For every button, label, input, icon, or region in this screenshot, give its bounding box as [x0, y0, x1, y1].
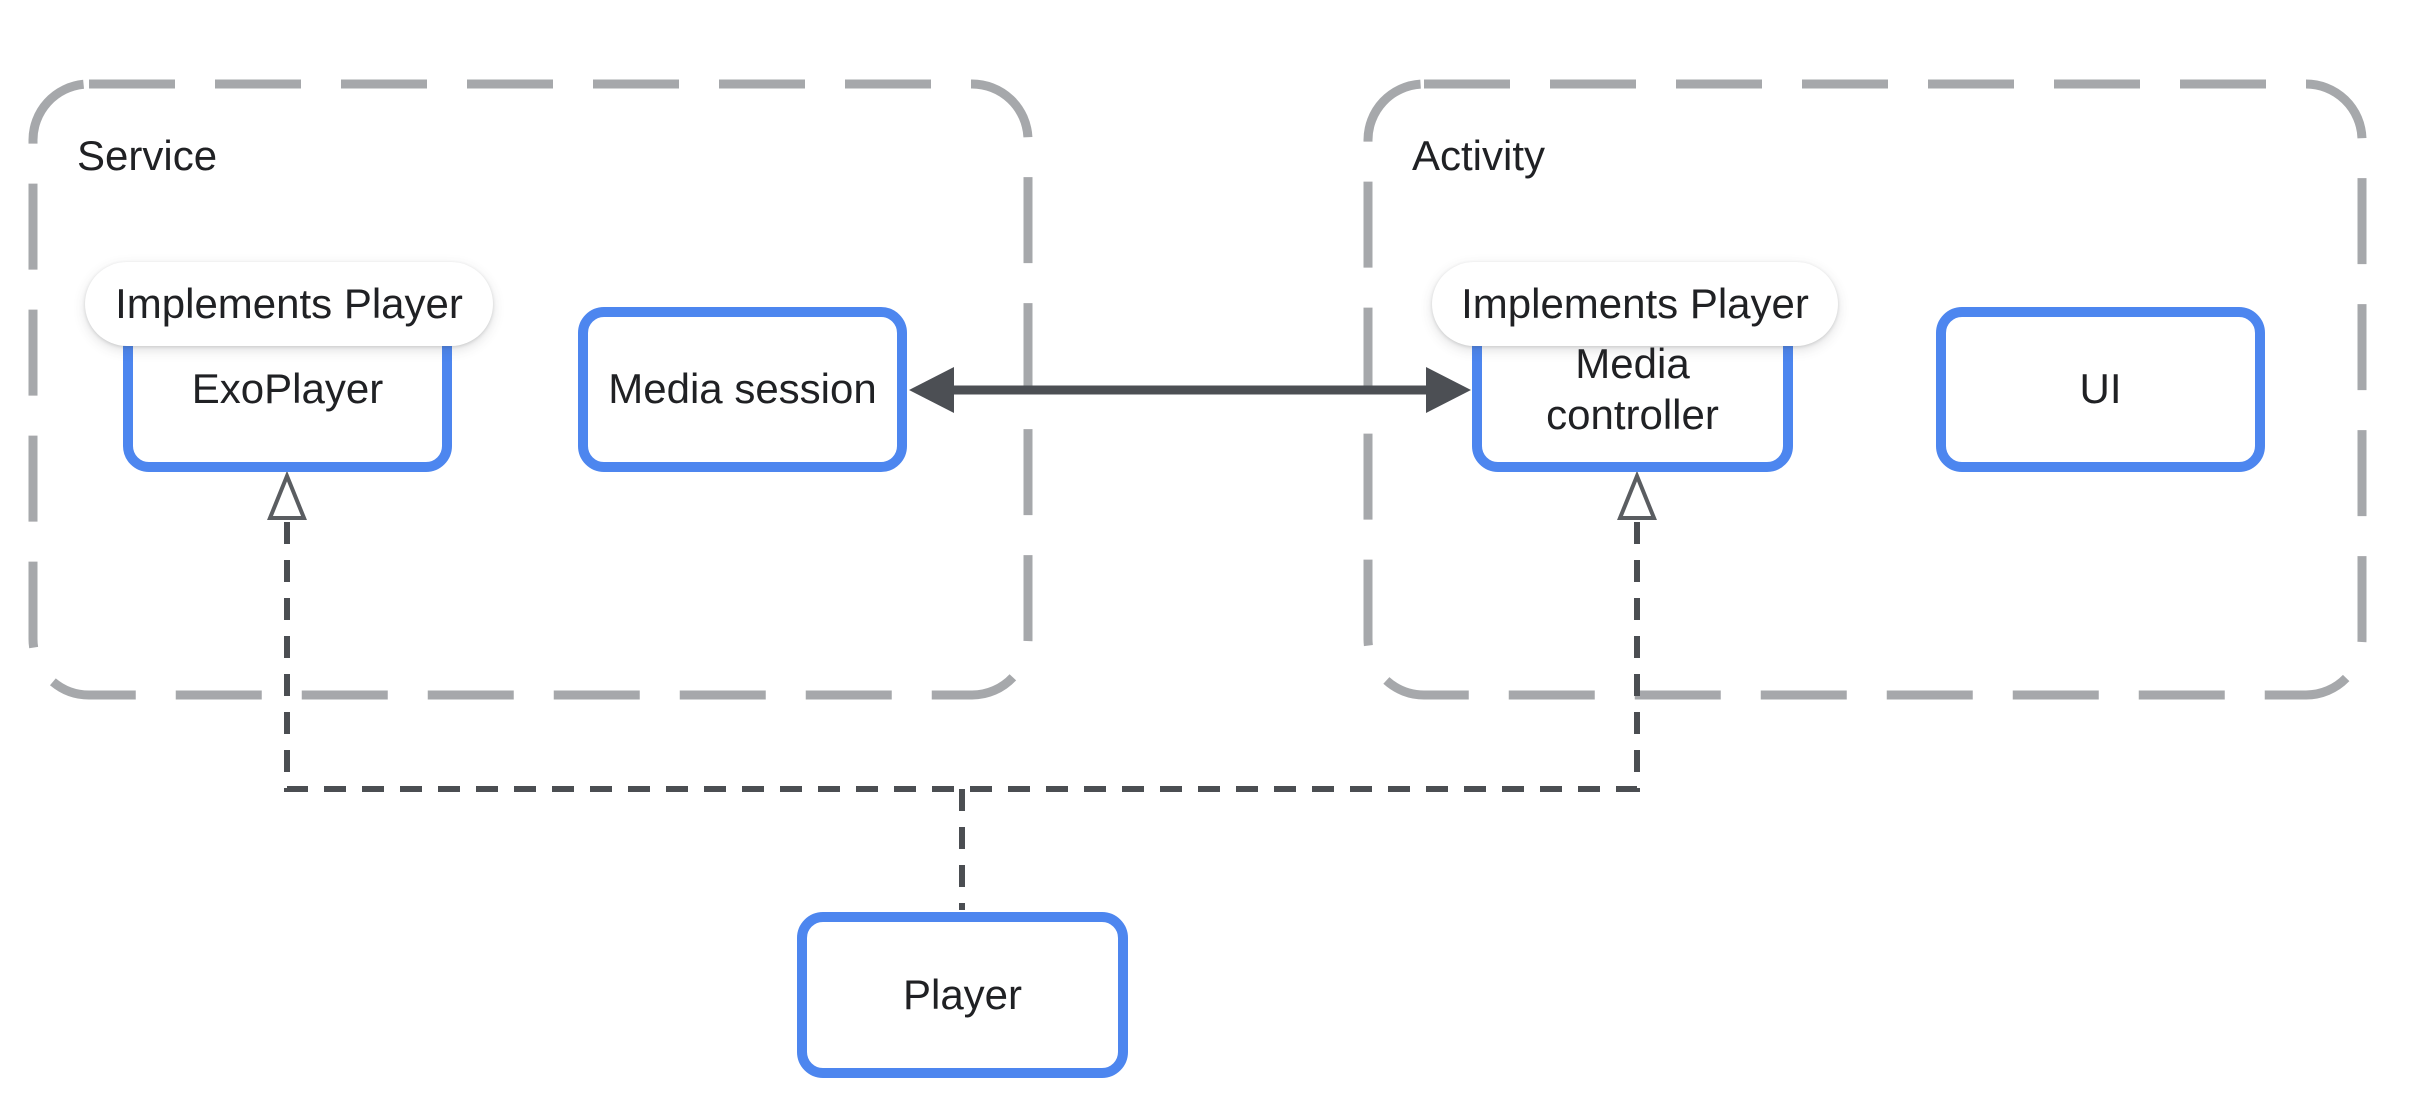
implements-player-badge-service-label: Implements Player	[115, 280, 463, 327]
implements-connector-path	[284, 522, 1640, 792]
bidirectional-arrowhead-right	[1426, 367, 1471, 413]
bidirectional-arrowhead-left	[909, 367, 954, 413]
open-arrowhead-media-controller	[1617, 470, 1657, 520]
media-controller-label: Media controller	[1546, 340, 1719, 438]
service-container-label: Service	[77, 132, 218, 179]
player-box: Player	[797, 912, 1128, 1078]
implements-player-badge-activity: Implements Player	[1432, 262, 1838, 346]
service-container-border	[28, 79, 1033, 700]
player-label: Player	[902, 970, 1023, 1018]
ui-label: UI	[2079, 365, 2122, 413]
ui-box: UI	[1936, 307, 2265, 472]
open-arrowhead-exoplayer	[267, 470, 307, 520]
implements-player-badge-activity-label: Implements Player	[1461, 280, 1809, 327]
activity-container-label: Activity	[1412, 132, 1546, 179]
media-session-box: Media session	[578, 307, 907, 472]
media-session-label: Media session	[608, 365, 877, 413]
implements-player-badge-service: Implements Player	[85, 262, 493, 346]
exoplayer-label: ExoPlayer	[191, 365, 384, 413]
